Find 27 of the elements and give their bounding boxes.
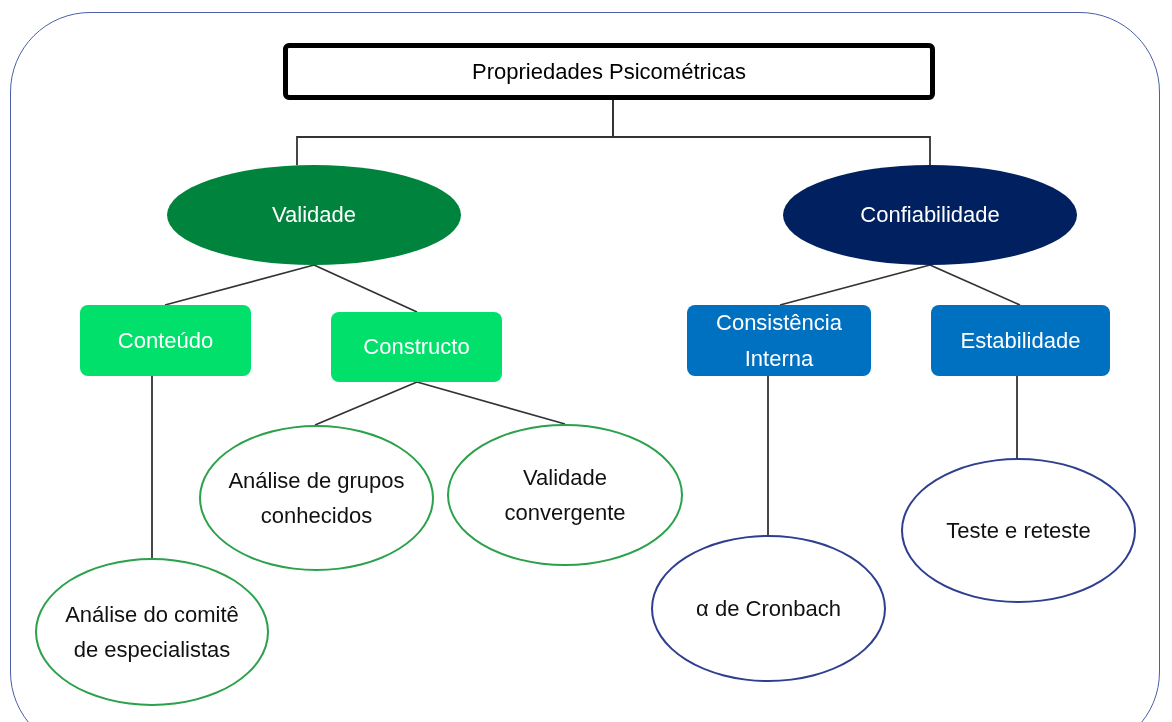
- node-label: Confiabilidade: [860, 201, 1000, 230]
- node-label: Análise de grupos conhecidos: [227, 466, 406, 530]
- connector-line: [151, 375, 153, 559]
- node-label: Validade: [272, 201, 356, 230]
- node-label: Análise do comitê de especialistas: [64, 600, 240, 664]
- subcategory-box: [331, 312, 502, 382]
- node-label: Teste e reteste: [946, 516, 1091, 545]
- connector-line: [612, 99, 931, 166]
- node-label: α de Cronbach: [696, 594, 841, 623]
- node-label: Propriedades Psicométricas: [472, 57, 746, 86]
- subcategory-box: [687, 305, 871, 376]
- connector-line: [164, 264, 315, 306]
- node-label: Constructo: [363, 333, 470, 362]
- connector-line: [313, 264, 418, 313]
- node-label: Validade convergente: [503, 463, 627, 527]
- subcategory-box: [80, 305, 251, 376]
- connector-line: [779, 264, 931, 306]
- connector-line: [314, 381, 418, 426]
- subcategory-box: [931, 305, 1110, 376]
- node-label: Consistência Interna: [715, 309, 843, 373]
- node-label: Conteúdo: [117, 326, 214, 355]
- title-box: [283, 43, 935, 100]
- connector-line: [929, 264, 1021, 306]
- connector-line: [416, 381, 566, 425]
- connector-line: [767, 375, 769, 536]
- connector-line: [1016, 375, 1018, 459]
- node-label: Estabilidade: [960, 326, 1081, 355]
